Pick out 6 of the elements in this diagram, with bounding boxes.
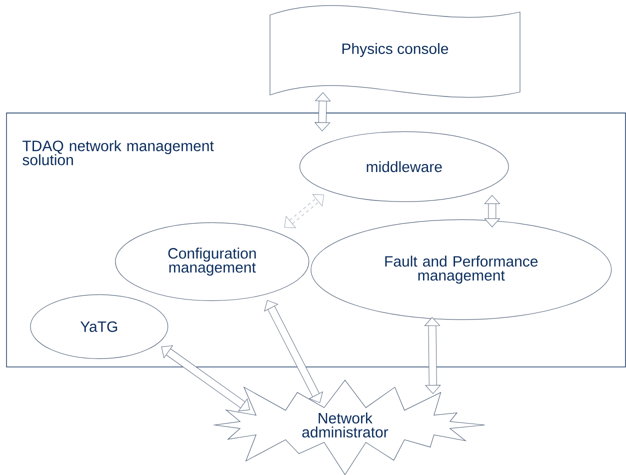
- double-arrow: [284, 194, 324, 228]
- double-arrow: [424, 317, 441, 394]
- double-arrow: [264, 300, 323, 403]
- double-arrow: [484, 195, 500, 228]
- double-arrow: [314, 92, 331, 132]
- double-arrow: [161, 345, 250, 412]
